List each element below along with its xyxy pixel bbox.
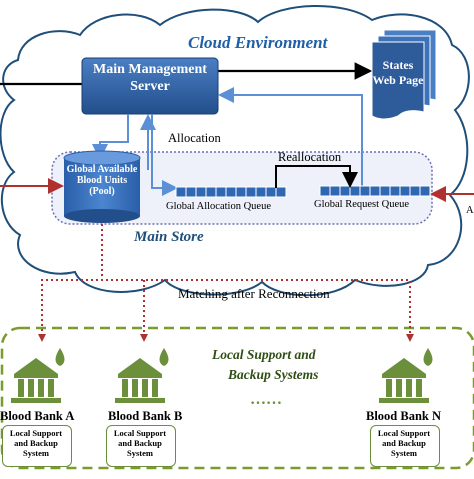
main-store-label: Main Store xyxy=(134,229,204,245)
main-management-server-label: Main Management Server xyxy=(93,62,207,94)
queue-cell xyxy=(349,185,361,197)
states-web-page-label: States Web Page xyxy=(372,58,424,87)
request-to-server-arrow xyxy=(218,87,363,186)
queue-cell xyxy=(339,185,351,197)
queue-cell xyxy=(359,185,371,197)
bank-icons xyxy=(11,348,433,403)
blood-drop-icon xyxy=(159,348,169,366)
allocation-label: Allocation xyxy=(168,131,221,145)
allocation-queue-label: Global Allocation Queue xyxy=(166,201,271,212)
global-pool-cylinder xyxy=(63,150,141,223)
bank-n-name: Blood Bank N xyxy=(366,409,442,423)
queue-cell xyxy=(255,186,267,198)
queue-cell xyxy=(195,186,207,198)
bank-a-sub: Local Support and Backup System xyxy=(9,428,63,458)
local-title-line2: Backup Systems xyxy=(228,367,319,382)
matching-lines xyxy=(41,224,411,336)
local-title-line1: Local Support and xyxy=(212,347,316,362)
queue-cell xyxy=(369,185,381,197)
matching-label: Matching after Reconnection xyxy=(178,286,330,301)
queue-cell xyxy=(225,186,237,198)
queue-cell xyxy=(275,186,287,198)
bank-b-name: Blood Bank B xyxy=(108,409,183,423)
queue-cell xyxy=(235,186,247,198)
states-web-page-icon xyxy=(371,29,437,120)
matching-arrowheads xyxy=(38,334,414,342)
request-queue-label: Global Request Queue xyxy=(314,199,410,210)
bank-building-icon xyxy=(115,348,169,403)
queue-cell xyxy=(379,185,391,197)
queue-cell xyxy=(185,186,197,198)
ellipsis-dots: …… xyxy=(250,391,282,408)
queue-cell xyxy=(329,185,341,197)
global-pool-label: Global Available Blood Units (Pool) xyxy=(66,164,138,197)
queue-cell xyxy=(265,186,277,198)
blood-drop-icon xyxy=(55,348,65,366)
reallocation-label: Reallocation xyxy=(278,150,342,164)
queue-cell xyxy=(205,186,217,198)
bank-a-subbox xyxy=(2,425,72,467)
bank-b-sub: Local Support and Backup System xyxy=(113,428,167,458)
queue-cell xyxy=(175,186,187,198)
bank-b-subbox xyxy=(106,425,176,467)
queue-cell xyxy=(409,185,421,197)
allocation-arrow xyxy=(151,114,178,196)
server-pool-link xyxy=(92,114,129,160)
cloud-title: Cloud Environment xyxy=(188,33,328,52)
queue-cell xyxy=(419,185,431,197)
queue-cell xyxy=(215,186,227,198)
global-request-queue xyxy=(319,185,431,197)
global-allocation-queue xyxy=(175,186,287,198)
queue-cell xyxy=(399,185,411,197)
queue-cell xyxy=(389,185,401,197)
queue-cell xyxy=(319,185,331,197)
bank-a-name: Blood Bank A xyxy=(0,409,75,423)
bank-n-sub: Local Support and Backup System xyxy=(377,428,431,458)
edge-partial-label: A xyxy=(466,205,474,216)
bank-building-icon xyxy=(11,348,65,403)
queue-cell xyxy=(245,186,257,198)
reallocation-arrow xyxy=(275,165,358,188)
blood-drop-icon xyxy=(423,348,433,366)
bank-building-icon xyxy=(379,348,433,403)
bank-n-subbox xyxy=(370,425,440,467)
